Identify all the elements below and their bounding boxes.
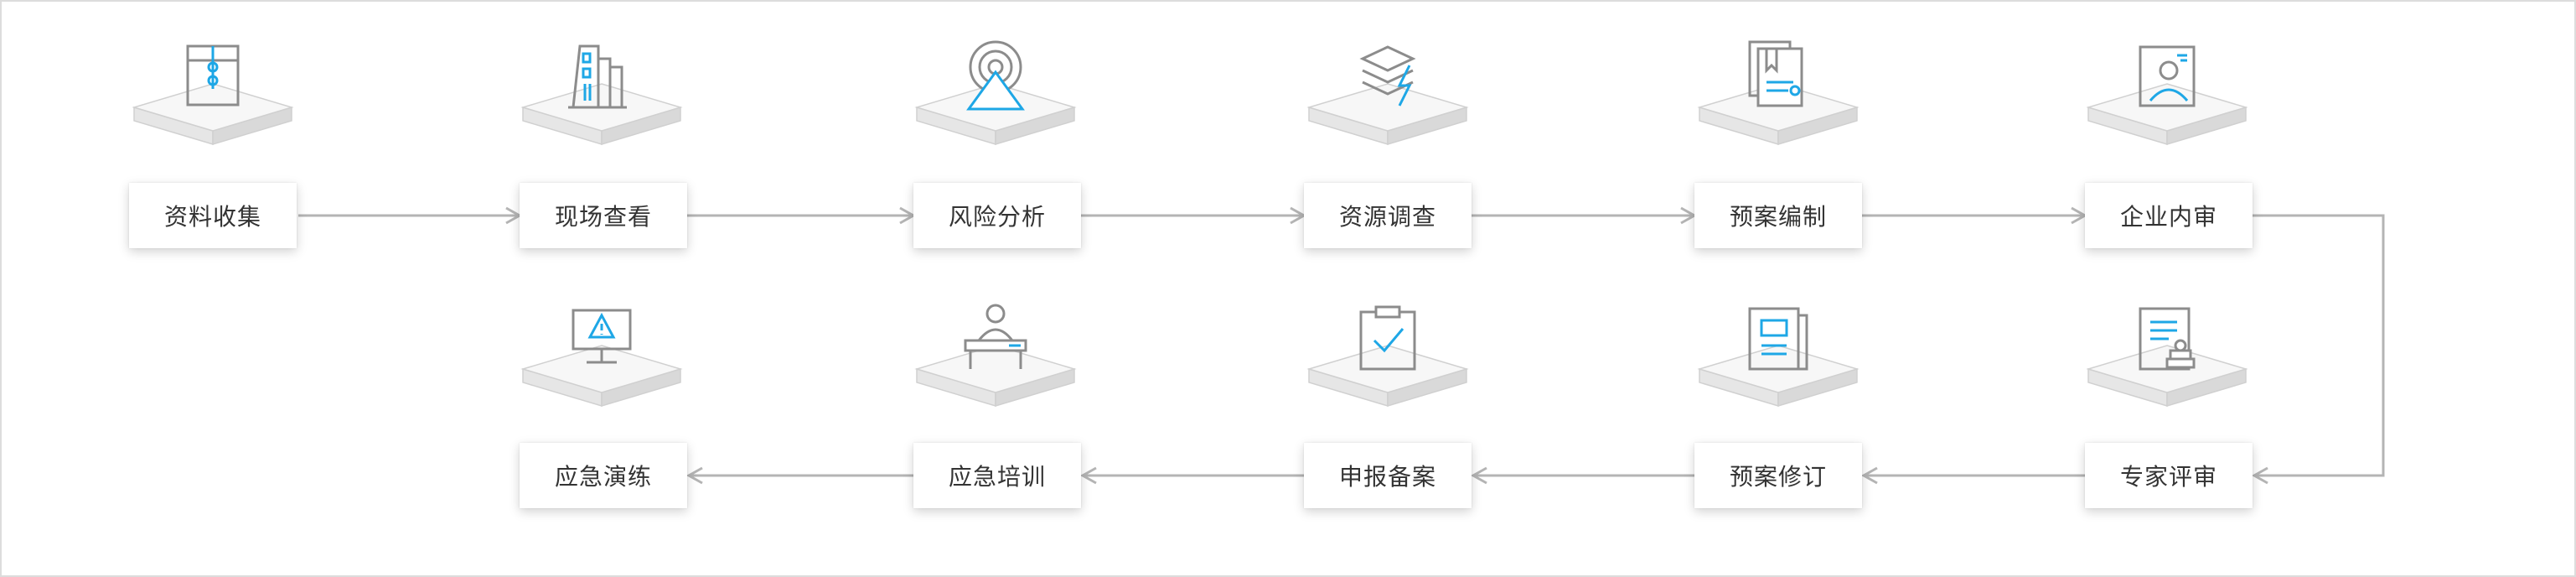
step-label-expert-review: 专家评审 [2085, 443, 2253, 508]
drill-alert-monitor-icon [572, 309, 632, 364]
step-label-resource-survey: 资源调查 [1304, 183, 1472, 248]
step-label-plan-revision: 预案修订 [1694, 443, 1862, 508]
isometric-platform [1697, 83, 1860, 132]
step-label-risk-analysis: 风险分析 [913, 183, 1081, 248]
step-label-internal-review: 企业内审 [2085, 183, 2253, 248]
risk-target-icon [966, 40, 1025, 111]
step-label-training: 应急培训 [913, 443, 1081, 508]
isometric-platform [1306, 83, 1469, 132]
isometric-platform [132, 83, 294, 132]
step-label-collect: 资料收集 [129, 183, 297, 248]
isometric-platform [520, 345, 683, 393]
revision-document-icon [1748, 307, 1808, 371]
step-label-site-inspection: 现场查看 [520, 183, 687, 248]
resource-layers-icon [1359, 45, 1416, 107]
connector-arrow [2251, 214, 2385, 485]
isometric-platform [914, 345, 1077, 393]
plan-document-icon [1748, 40, 1803, 107]
buildings-icon [568, 44, 627, 109]
step-label-plan-drafting: 预案编制 [1694, 183, 1862, 248]
training-desk-icon [964, 304, 1027, 369]
expert-stamp-icon [2139, 307, 2196, 371]
clipboard-check-icon [1359, 305, 1416, 371]
file-folder-icon [186, 44, 240, 107]
isometric-platform [2086, 83, 2248, 132]
id-card-review-icon [2139, 45, 2196, 107]
step-label-filing: 申报备案 [1304, 443, 1472, 508]
step-label-drill: 应急演练 [520, 443, 687, 508]
